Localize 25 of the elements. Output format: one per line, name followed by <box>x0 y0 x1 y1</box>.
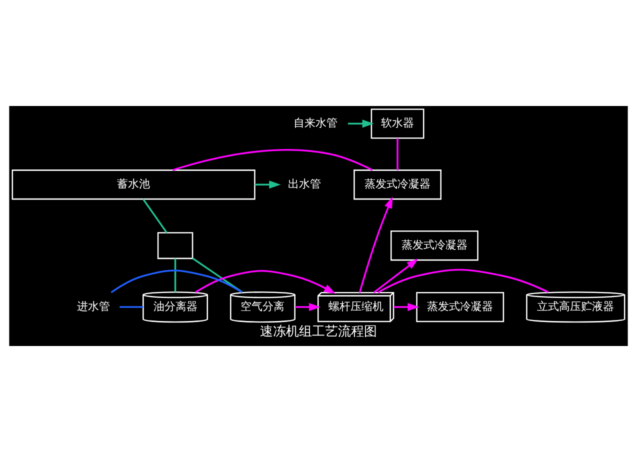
node-box <box>157 232 194 259</box>
connector <box>396 138 398 170</box>
connector <box>110 269 243 293</box>
arrow <box>348 119 374 128</box>
arrow <box>373 258 418 293</box>
connector <box>174 258 176 292</box>
arrow <box>195 270 336 294</box>
node-text: 进水管 <box>76 300 110 313</box>
node-box: 蒸发式冷凝器 <box>354 169 442 200</box>
connector <box>142 198 168 233</box>
connector <box>378 268 549 293</box>
connector <box>172 148 373 170</box>
arrow <box>295 302 321 311</box>
node-box: 蒸发式冷凝器 <box>416 291 504 322</box>
node-text: 出水管 <box>288 177 321 190</box>
node-box: 软水器 <box>370 108 424 138</box>
connector <box>192 257 243 292</box>
arrow <box>394 302 420 311</box>
node-box: 蒸发式冷凝器 <box>390 230 478 260</box>
arrow <box>358 196 393 292</box>
arrow <box>254 180 281 188</box>
diagram-title: 速冻机组工艺流程图 <box>260 324 377 339</box>
node-box: 蓄水池 <box>12 169 256 200</box>
connector <box>120 306 144 308</box>
node-text: 自来水管 <box>294 116 338 130</box>
